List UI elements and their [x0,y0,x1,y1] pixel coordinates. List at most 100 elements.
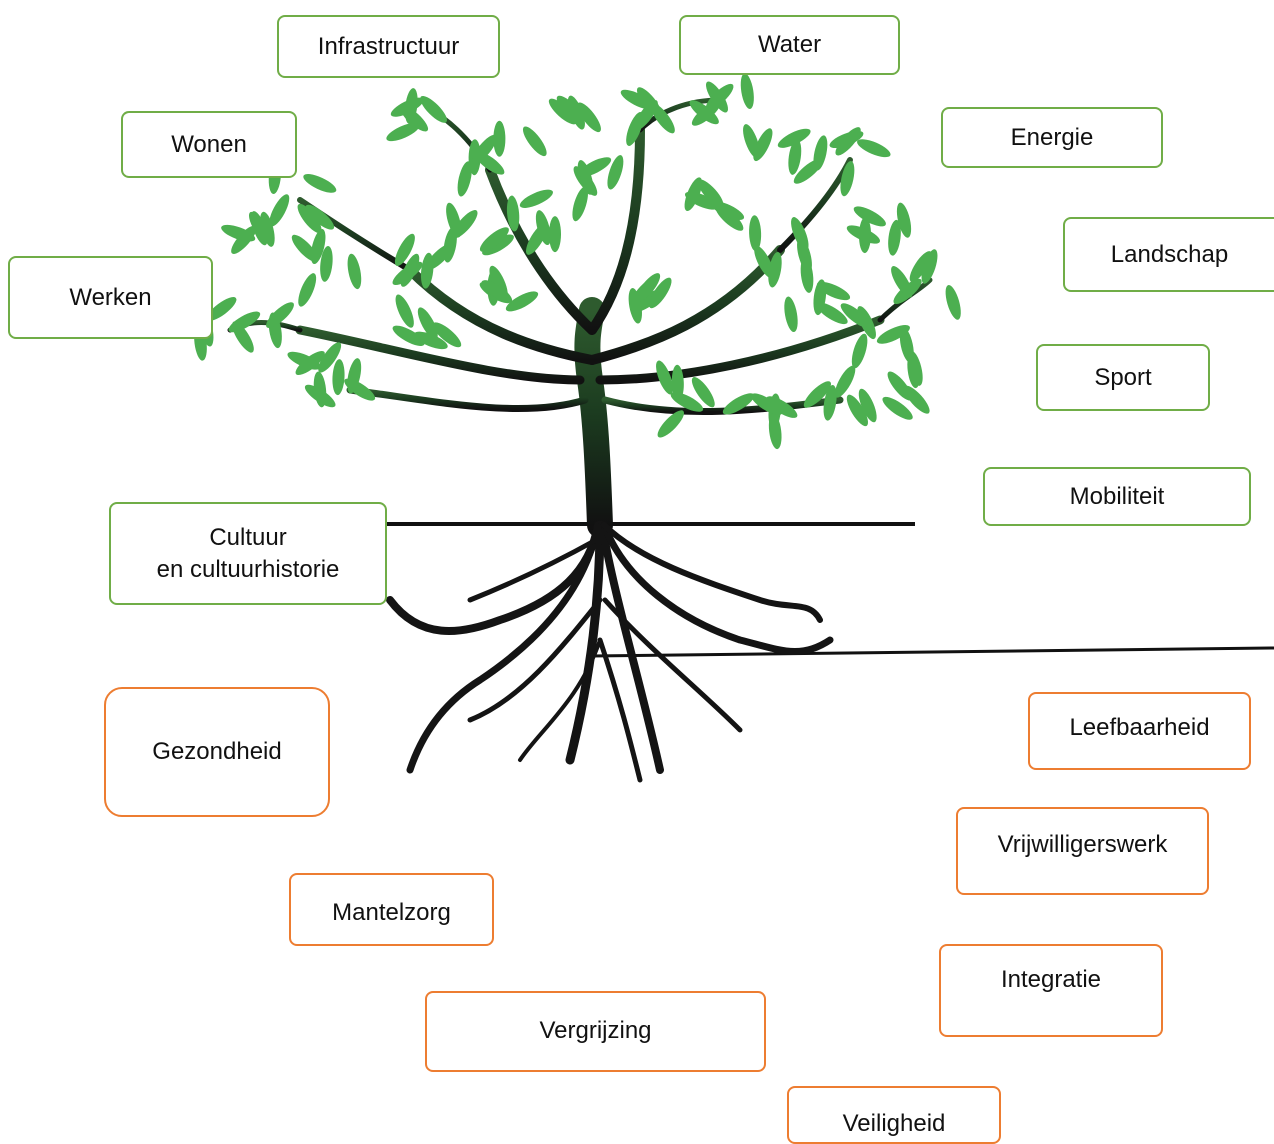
tree-leaf [452,210,478,239]
tree-leaf [479,227,509,252]
tree-branch [595,315,885,385]
tree-leaf [888,219,901,256]
tree-leaf [578,157,612,177]
tree-leaf [851,333,868,369]
tree-leaf [834,365,856,398]
tree-leaf [347,253,362,290]
tree-leaf [232,321,254,353]
tree-leaf [481,280,513,303]
tree-leaf [457,161,472,197]
topic-box-integratie: Integratie [939,944,1163,1037]
tree-leaf [567,95,585,130]
tree-leaf [394,233,415,267]
tree-leaf [635,273,661,303]
tree-leaf [882,396,913,420]
tree-leaf [260,211,275,247]
tree-leaf [684,177,703,212]
tree-leaf [846,225,881,244]
tree-leaf [297,203,322,234]
topic-box-mobiliteit: Mobiliteit [983,467,1251,526]
tree-leaf [505,291,539,312]
tree-leaf [656,360,674,395]
topic-box-landschap: Landschap [1063,217,1274,292]
topic-box-water: Water [679,15,900,75]
tree-leaf [766,396,798,418]
topic-box-veiligheid: Veiligheid [787,1086,1001,1144]
tree-root [467,537,599,603]
tree-root [565,520,605,765]
tree-leaf [318,342,342,373]
tree-leaf [711,201,745,221]
tree-leaf [386,122,420,142]
tree-leaf [768,413,782,450]
tree-leaf [298,273,317,307]
tree-branch [485,165,597,335]
topic-box-wonen: Wonen [121,111,297,178]
tree-root [597,637,643,783]
tree-leaf [697,179,724,208]
tree-root [386,521,602,636]
tree-leaf [753,128,773,162]
tree-leaf [691,377,715,408]
tree-leaf [303,174,337,193]
tree-leaf [857,306,876,340]
tree-leaf [853,206,886,227]
tree-leaf [649,277,672,309]
root-pointer-line [589,646,1274,658]
tree-leaf [420,95,448,123]
tree-leaf [310,228,326,265]
tree-leaf [751,393,783,416]
tree-leaf [921,249,938,284]
tree-leaf [777,128,811,148]
topic-box-vrijwilligerswerk: Vrijwilligerswerk [956,807,1209,895]
tree-leaf [320,245,333,282]
topic-box-vergrijzing: Vergrijzing [425,991,766,1072]
tree-root [518,638,602,762]
tree-leaf [472,134,497,164]
tree-leaf [607,155,624,190]
tree-leaf [791,217,809,251]
topic-box-gezondheid: Gezondheid [104,687,330,817]
topic-box-werken: Werken [8,256,213,339]
tree-leaf [628,288,642,324]
tree-leaf [414,331,448,350]
tree-leaf [493,120,506,157]
tree-leaf [522,126,547,157]
tree-leaf [482,234,514,256]
tree-branch [346,386,589,413]
topic-box-mantelzorg: Mantelzorg [289,873,494,946]
tree-leaf [549,216,561,253]
tree-leaf [417,307,438,340]
topic-box-leefbaarheid: Leefbaarheid [1028,692,1251,770]
tree-root [467,597,603,723]
tree-leaf [705,81,729,113]
tree-leaf [768,251,782,288]
topic-box-sport: Sport [1036,344,1210,411]
tree-leaf [749,215,762,252]
tree-leaf [858,388,877,423]
tree-root [598,521,664,774]
tree-leaf [392,325,425,346]
tree-leaf [908,350,923,386]
tree-leaf [626,112,644,146]
tree-leaf [691,100,721,126]
tree-leaf [816,302,848,325]
tree-leaf [287,351,321,370]
tree-leaf [835,127,861,156]
tree-leaf [519,189,554,208]
tree-leaf [404,88,418,124]
tree-leaf [857,139,891,158]
tree-leaf [657,410,685,438]
tree-leaf [525,223,548,255]
tree-leaf [432,322,462,348]
tree-leaf [443,227,457,263]
tree-leaf [903,385,930,414]
tree-leaf [896,202,912,238]
tree-root [601,522,823,623]
tree-leaf [395,294,414,328]
tree-leaf [620,89,654,110]
tree-trunk [574,297,613,538]
tree-root [406,521,602,774]
